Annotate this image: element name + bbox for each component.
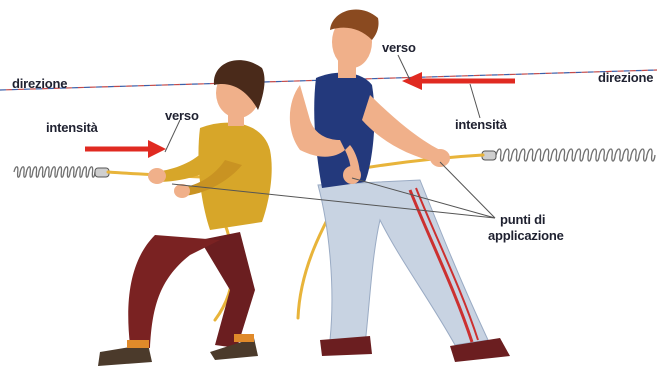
- direzione-label-left: direzione: [12, 76, 67, 91]
- right-spring-icon: [482, 149, 655, 161]
- verso-label-left: verso: [165, 108, 199, 123]
- man-figure: [290, 9, 510, 362]
- intensita-label-right: intensità: [455, 117, 507, 132]
- left-spring-icon: [14, 167, 109, 178]
- punti-label-line2: applicazione: [488, 228, 564, 243]
- left-force-arrow: [85, 140, 166, 158]
- boy-figure: [98, 60, 272, 366]
- punti-label-line1: punti di: [500, 212, 545, 227]
- direzione-label-right: direzione: [598, 70, 653, 85]
- intensita-label-left: intensità: [46, 120, 98, 135]
- verso-label-right: verso: [382, 40, 416, 55]
